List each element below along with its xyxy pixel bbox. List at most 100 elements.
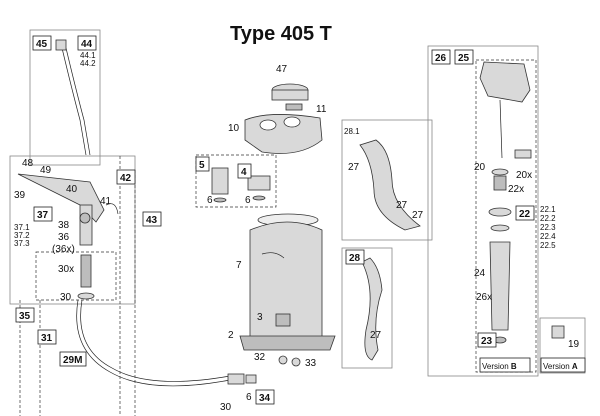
valve-22-ring (490, 224, 510, 232)
boxed-label-31: 31 (37, 329, 57, 345)
spray-lance-tube (61, 47, 87, 156)
svg-text:34: 34 (259, 393, 271, 404)
label-22-5: 22.5 (540, 241, 556, 250)
label-32: 32 (254, 352, 266, 363)
boxed-label-25: 25 (454, 49, 474, 65)
label-30x: 30x (58, 264, 74, 275)
tank-base (239, 335, 336, 351)
handle-valve-body (17, 173, 105, 223)
frame-version-a (539, 317, 586, 374)
label-11: 11 (316, 104, 327, 115)
svg-text:44: 44 (81, 39, 93, 50)
label-30a: 30 (60, 292, 72, 303)
label-20x: 20x (516, 170, 532, 181)
label-44-1: 44.1 (80, 51, 96, 60)
label-20: 20 (474, 162, 486, 173)
label-24: 24 (474, 268, 486, 279)
valve-spring (79, 212, 91, 224)
frame-strap (341, 119, 433, 241)
label-22-4: 22.4 (540, 232, 556, 241)
connector-32 (278, 355, 288, 365)
nozzle-part (55, 39, 67, 51)
label-22-1: 22.1 (540, 205, 556, 214)
label-22-3: 22.3 (540, 223, 556, 232)
hose-clamp (77, 292, 95, 300)
boxed-label-35: 35 (15, 307, 35, 323)
hose-line (76, 299, 231, 387)
label-22x: 22x (508, 184, 524, 195)
hose-nut (245, 374, 257, 384)
label-37-1: 37.1 (14, 223, 30, 232)
gasket-5 (213, 197, 227, 203)
svg-text:23: 23 (481, 336, 493, 347)
cap-ring (271, 89, 309, 101)
strap-28 (361, 257, 383, 361)
version-b-label: Version B (479, 357, 531, 373)
hose-spring (80, 254, 92, 288)
label-27c: 27 (412, 210, 424, 221)
boxed-label-37: 37 (33, 206, 53, 222)
handle-hole-2 (283, 116, 301, 128)
boxed-label-23: 23 (477, 332, 497, 348)
boxed-label-45: 45 (32, 35, 52, 51)
svg-text:Version B: Version B (482, 362, 517, 371)
hose-line-2 (80, 299, 231, 382)
tank-fitting-7 (261, 252, 285, 259)
label-22-2: 22.2 (540, 214, 556, 223)
valve-4 (247, 175, 271, 191)
label-33: 33 (305, 358, 317, 369)
hose-connector (227, 373, 245, 385)
label-27d: 27 (370, 330, 382, 341)
label-36x: (36x) (52, 244, 75, 255)
label-36: 36 (58, 232, 70, 243)
svg-text:5: 5 (199, 160, 205, 171)
svg-text:45: 45 (36, 39, 48, 50)
boxed-label-43: 43 (142, 211, 162, 227)
boxed-label-22: 22 (515, 205, 535, 221)
label-3: 3 (257, 312, 263, 323)
label-26x: 26x (476, 292, 492, 303)
label-44-2: 44.2 (80, 59, 96, 68)
svg-text:26: 26 (435, 53, 447, 64)
valve-5 (211, 167, 229, 195)
handle-10 (244, 114, 323, 154)
frame-strap-28 (341, 247, 393, 369)
svg-text:37: 37 (37, 210, 49, 221)
pump-cylinder-24 (489, 241, 511, 331)
svg-text:4: 4 (241, 167, 247, 178)
svg-text:43: 43 (146, 215, 158, 226)
boxed-label-26: 26 (431, 49, 451, 65)
label-6b: 6 (245, 195, 251, 206)
seal-19 (551, 325, 565, 339)
frame-valves-5-4 (195, 154, 277, 208)
svg-text:Version A: Version A (543, 362, 578, 371)
tank-outlet-3 (275, 313, 291, 327)
connector-33 (291, 357, 301, 367)
diagram-title: Type 405 T (230, 23, 332, 45)
label-47: 47 (276, 64, 288, 75)
label-41: 41 (100, 196, 112, 207)
svg-text:25: 25 (458, 53, 470, 64)
boxed-label-44: 44 (77, 35, 97, 51)
boxed-label-29m: 29M (59, 351, 87, 367)
label-40: 40 (66, 184, 78, 195)
label-2: 2 (228, 330, 234, 341)
valve-22 (488, 207, 512, 217)
valve-stem (79, 204, 93, 246)
strap-28-1 (359, 139, 421, 231)
label-19: 19 (568, 339, 580, 350)
label-38: 38 (58, 220, 70, 231)
pump-spring-22x (493, 175, 507, 191)
boxed-label-5: 5 (195, 156, 210, 172)
tool-20x (514, 149, 532, 159)
label-37-2: 37.2 (14, 231, 30, 240)
svg-text:31: 31 (41, 333, 53, 344)
svg-text:29M: 29M (63, 355, 82, 366)
label-7: 7 (236, 260, 242, 271)
label-27a: 27 (348, 162, 360, 173)
trigger-part (105, 203, 119, 215)
frame-pump (427, 45, 539, 377)
label-48: 48 (22, 158, 34, 169)
label-27b: 27 (396, 200, 408, 211)
